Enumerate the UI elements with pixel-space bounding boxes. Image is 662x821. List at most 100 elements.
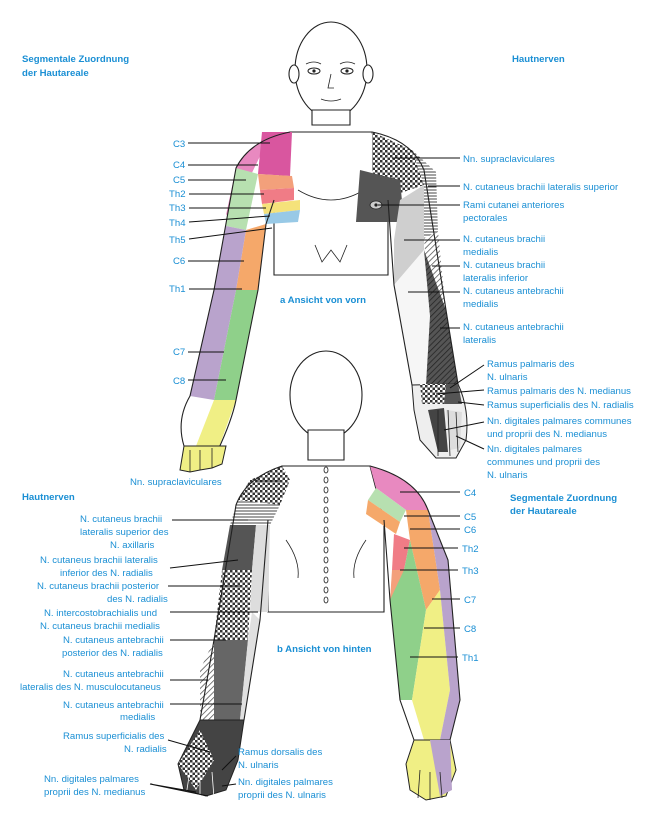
front-seg-C8: [196, 400, 236, 450]
front-left-hand: [179, 445, 227, 473]
front-seg-C6: [236, 224, 266, 290]
back-seg-label-7: Th1: [462, 653, 479, 664]
back-nerve-label-9a: Nn. digitales palmares: [44, 774, 139, 785]
back-seg-C6: [366, 500, 400, 534]
back-seg-label-2: C6: [464, 525, 476, 536]
back-seg-label-3: Th2: [462, 544, 479, 555]
front-seg-label-7: C6: [173, 256, 185, 267]
front-nerve-antebrachii-lateralis: [424, 250, 458, 385]
header-bottom-right-line1: Segmentale Zuordnung: [510, 493, 617, 504]
back-nerve-label-2b: inferior des N. radialis: [60, 568, 153, 579]
back-nerve-label-6a: N. cutaneus antebrachii: [63, 669, 164, 680]
front-nerve-pectoral: [356, 170, 404, 222]
back-nerve-label-4a: N. intercostobrachialis und: [44, 608, 157, 619]
front-nerve-antebrachii-medialis: [394, 250, 430, 385]
back-head: [289, 350, 363, 440]
back-nerve-label-8b: N. radialis: [124, 744, 167, 755]
back-nerve-r-label-1a: Nn. digitales palmares: [238, 777, 333, 788]
back-seg-C7: [428, 510, 460, 740]
front-nerve-label-4a: N. cutaneus brachii: [463, 260, 545, 271]
front-seg-C3: [258, 132, 292, 176]
back-seg-label-6: C8: [464, 624, 476, 635]
front-seg-label-2: C5: [173, 175, 185, 186]
back-nerve-radialis-inf: [222, 525, 256, 570]
front-seg-label-5: Th4: [169, 218, 186, 229]
back-nerve-intercostobrachialis: [250, 525, 270, 612]
back-seg-Th2: [392, 534, 410, 570]
caption-back: b Ansicht von hinten: [277, 644, 372, 655]
front-nerve-label-6a: N. cutaneus antebrachii: [463, 322, 564, 333]
back-seg-C4: [370, 466, 428, 510]
back-nerve-labels-right: Ramus dorsalis des N. ulnaris Nn. digita…: [221, 747, 333, 801]
front-seg-C5: [226, 168, 258, 230]
back-nerve-label-7a: N. cutaneus antebrachii: [63, 700, 164, 711]
front-left-ear: [288, 64, 300, 84]
front-nerve-label-11c: N. ulnaris: [487, 470, 528, 481]
back-nerve-label-3a: N. cutaneus brachii posterior: [37, 581, 160, 592]
back-nerve-label-9b: proprii des N. medianus: [44, 787, 146, 798]
front-seg-Th1: [214, 290, 258, 400]
front-seg-label-8: Th1: [169, 284, 186, 295]
header-bottom-left: Hautnerven: [22, 492, 75, 503]
back-seg-label-0: C4: [464, 488, 477, 499]
front-nerve-label-5b: medialis: [463, 299, 498, 310]
back-segment-labels: C4 C5 C6 Th2 Th3 C7 C8 Th1: [400, 488, 479, 664]
back-nerve-r-label-0a: Ramus dorsalis des: [238, 747, 322, 758]
back-nerve-antebrachii-medialis: [240, 612, 260, 720]
front-nerve-label-6b: lateralis: [463, 335, 496, 346]
header-top-left-line1: Segmentale Zuordnung: [22, 54, 129, 65]
front-nerve-label-5a: N. cutaneus antebrachii: [463, 286, 564, 297]
front-nerve-labels: Nn. supraclaviculares N. cutaneus brachi…: [378, 154, 634, 481]
front-head: [294, 21, 368, 119]
back-figure: [177, 350, 461, 801]
header-top-left-line2: der Hautareale: [22, 68, 89, 79]
front-seg-label-0: C3: [173, 139, 185, 150]
front-seg-label-10: C8: [173, 376, 185, 387]
front-seg-Th3: [260, 188, 294, 204]
back-nerve-label-1a: N. cutaneus brachii: [80, 514, 162, 525]
back-nerve-label-1c: N. axillaris: [110, 540, 154, 551]
front-nerve-label-1: N. cutaneus brachii lateralis superior: [463, 182, 619, 193]
back-seg-C6-arm: [406, 510, 440, 610]
back-nerve-label-8a: Ramus superficialis des: [63, 731, 165, 742]
back-nerve-label-3b: des N. radialis: [107, 594, 168, 605]
front-nerve-label-2b: pectorales: [463, 213, 507, 224]
front-nerve-label-11b: communes und proprii des: [487, 457, 600, 468]
front-nerve-label-7a: Ramus palmaris des: [487, 359, 575, 370]
back-nerve-label-5a: N. cutaneus antebrachii: [63, 635, 164, 646]
front-figure: [179, 21, 468, 473]
front-nerve-label-10b: und proprii des N. medianus: [487, 429, 607, 440]
back-seg-Th1: [390, 540, 426, 700]
back-seg-C5: [368, 488, 406, 522]
back-seg-label-5: C7: [464, 595, 476, 606]
front-seg-C7-upper: [214, 226, 246, 290]
back-nerve-label-5b: posterior des N. radialis: [62, 648, 163, 659]
back-nerve-r-label-0b: N. ulnaris: [238, 760, 279, 771]
front-seg-label-9: C7: [173, 347, 185, 358]
front-nerve-label-10a: Nn. digitales palmares communes: [487, 416, 632, 427]
front-neck: [311, 109, 351, 126]
front-nerve-label-4b: lateralis inferior: [463, 273, 529, 284]
caption-front: a Ansicht von vorn: [280, 295, 366, 306]
back-nerve-label-1b: lateralis superior des: [80, 527, 169, 538]
back-spine: [323, 466, 329, 604]
front-right-eye: [340, 67, 354, 75]
back-nerve-axillaris: [230, 500, 280, 525]
back-nerve-radialis-post: [214, 570, 252, 640]
header-top-right: Hautnerven: [512, 54, 565, 65]
back-neck: [307, 429, 345, 461]
front-nerve-brachii-medialis: [394, 185, 424, 285]
front-nerve-label-2a: Rami cutanei anteriores: [463, 200, 565, 211]
front-nerve-label-8: Ramus palmaris des N. medianus: [487, 386, 631, 397]
front-right-ear: [362, 64, 374, 84]
back-nerve-label-7b: medialis: [120, 712, 155, 723]
back-nerve-label-6b: lateralis des N. musculocutaneus: [20, 682, 161, 693]
back-nerve-r-label-1b: proprii des N. ulnaris: [238, 790, 326, 801]
back-seg-label-1: C5: [464, 512, 476, 523]
front-left-eye: [307, 67, 321, 75]
front-seg-label-4: Th3: [169, 203, 186, 214]
front-nerve-label-3a: N. cutaneus brachii: [463, 234, 545, 245]
front-nerve-label-3b: medialis: [463, 247, 498, 258]
front-nerve-label-0: Nn. supraclaviculares: [463, 154, 555, 165]
